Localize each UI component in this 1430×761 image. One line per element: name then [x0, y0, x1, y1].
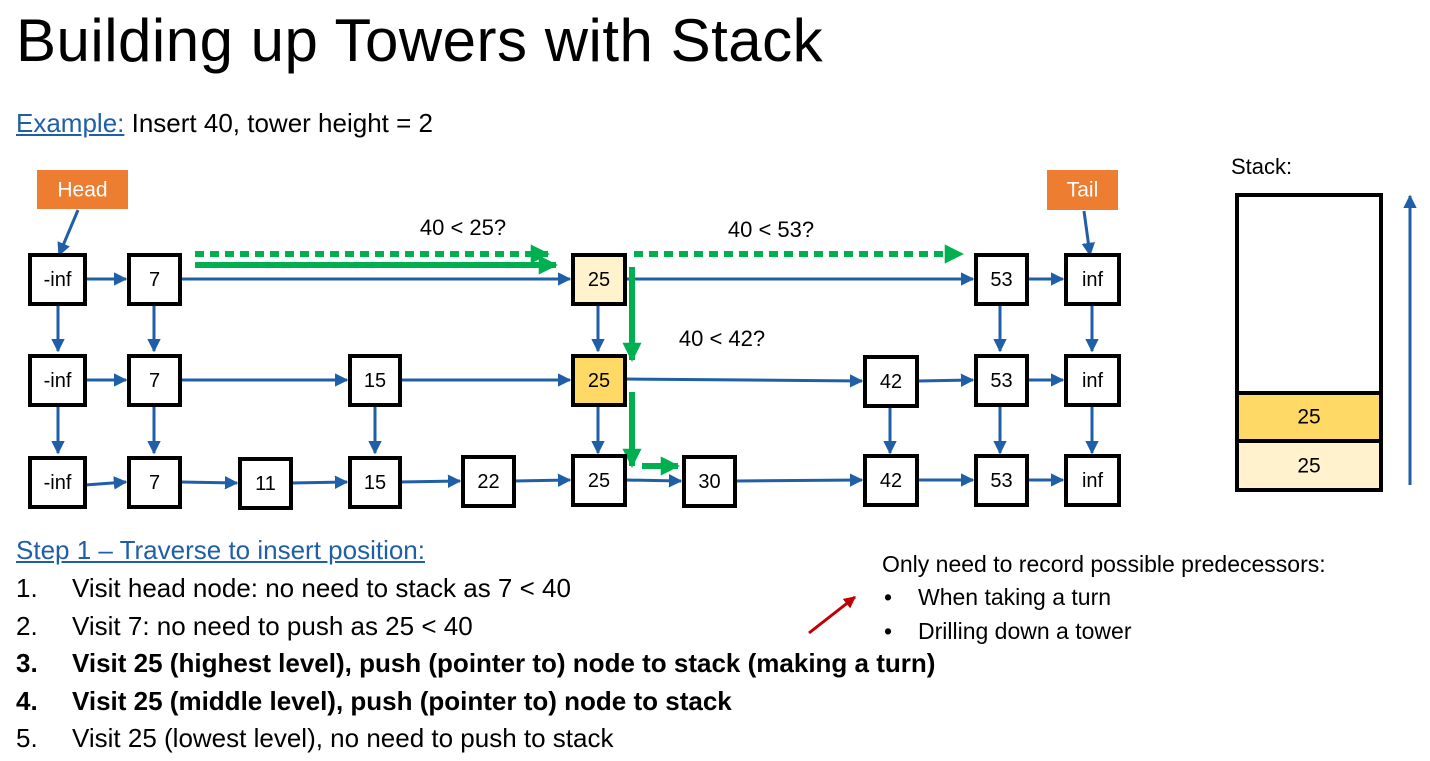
svg-text:inf: inf — [1082, 370, 1104, 392]
step-number: 1. — [16, 573, 38, 603]
step-item-3: 3. Visit 25 (highest level), push (pointe… — [16, 645, 935, 683]
node-mid-25: 25 — [571, 354, 627, 407]
node-bot-11: 11 — [238, 457, 293, 510]
head-pointer-arrow — [57, 209, 80, 257]
node-bot-7: 7 — [127, 456, 182, 509]
step-item-2: 2. Visit 7: no need to push as 25 < 40 — [16, 608, 935, 646]
svg-text:25: 25 — [1297, 455, 1320, 478]
svg-text:7: 7 — [149, 269, 160, 291]
svg-text:7: 7 — [149, 472, 160, 494]
note-pointer-arrow — [808, 595, 856, 635]
node-bot-15: 15 — [348, 456, 402, 509]
example-label: Example: — [16, 108, 125, 138]
step-number: 5. — [16, 723, 38, 753]
svg-text:25: 25 — [588, 269, 610, 291]
example-line: Example: Insert 40, tower height = 2 — [16, 108, 433, 139]
step-item-5: 5. Visit 25 (lowest level), no need to pu… — [16, 720, 935, 758]
svg-text:25: 25 — [588, 370, 610, 392]
note-bullet-text: When taking a turn — [918, 584, 1112, 610]
step-text: Visit 25 (lowest level), no need to push… — [72, 723, 614, 753]
step-title: Step 1 – Traverse to insert position: — [16, 535, 425, 565]
svg-text:25: 25 — [1297, 406, 1320, 429]
svg-text:-inf: -inf — [44, 472, 72, 494]
svg-text:53: 53 — [990, 470, 1012, 492]
head-label: Head — [37, 170, 128, 209]
node-bot-42: 42 — [863, 454, 919, 507]
steps-list: 1. Visit head node: no need to stack as 7… — [16, 570, 935, 758]
svg-text:15: 15 — [364, 370, 386, 392]
svg-text:11: 11 — [255, 473, 276, 495]
stack-item-bottom: 25 — [1235, 439, 1383, 492]
svg-text:-inf: -inf — [44, 269, 72, 291]
svg-text:-inf: -inf — [44, 370, 72, 392]
node-mid-neg-inf: -inf — [28, 354, 87, 407]
svg-text:Head: Head — [57, 179, 107, 202]
svg-text:30: 30 — [698, 471, 720, 493]
svg-text:7: 7 — [149, 370, 160, 392]
step-text: Visit 25 (middle level), push (pointer t… — [72, 685, 732, 716]
page-title: Building up Towers with Stack — [16, 7, 824, 74]
step-item-4: 4. Visit 25 (middle level), push (pointer… — [16, 683, 935, 721]
svg-text:53: 53 — [990, 269, 1012, 291]
bullet-dot-icon: • — [884, 618, 893, 644]
predecessor-note: Only need to record possible predecessor… — [882, 548, 1326, 648]
tail-pointer-arrow — [1081, 210, 1096, 257]
step-text: Visit 7: no need to push as 25 < 40 — [72, 610, 473, 641]
node-mid-15: 15 — [348, 354, 402, 407]
node-top-53: 53 — [974, 253, 1029, 306]
node-bot-22: 22 — [461, 455, 516, 508]
step-number: 2. — [16, 610, 38, 641]
node-bot-53: 53 — [974, 454, 1029, 507]
node-mid-7: 7 — [127, 354, 182, 407]
horizontal-links — [84, 272, 1065, 490]
node-top-25: 25 — [571, 253, 627, 306]
node-top-neg-inf: -inf — [28, 253, 87, 306]
comparison-label-53: 40 < 53? — [728, 217, 814, 242]
node-mid-inf: inf — [1064, 354, 1121, 407]
node-mid-42: 42 — [863, 355, 919, 408]
step-text: Visit head node: no need to stack as 7 <… — [72, 573, 571, 603]
comparison-label-42: 40 < 42? — [679, 326, 765, 351]
step-number: 4. — [16, 685, 38, 716]
svg-text:Tail: Tail — [1067, 179, 1099, 202]
svg-text:inf: inf — [1082, 470, 1104, 492]
node-mid-53: 53 — [974, 354, 1029, 407]
node-bot-30: 30 — [682, 455, 737, 508]
step-number: 3. — [16, 648, 38, 678]
step-text: Visit 25 (highest level), push (pointer … — [72, 648, 936, 678]
bullet-dot-icon: • — [884, 584, 893, 610]
traversal-path — [195, 244, 964, 476]
example-text: Insert 40, tower height = 2 — [131, 108, 433, 138]
svg-text:25: 25 — [588, 470, 610, 492]
note-bullet-2: • Drilling down a tower — [882, 614, 1326, 648]
stack-item-top: 25 — [1235, 391, 1383, 443]
svg-text:15: 15 — [364, 472, 386, 494]
note-bullet-1: • When taking a turn — [882, 580, 1326, 614]
comparison-label-25: 40 < 25? — [420, 215, 506, 240]
stack-label: Stack: — [1231, 154, 1292, 179]
svg-text:53: 53 — [990, 370, 1012, 392]
svg-text:42: 42 — [880, 470, 902, 492]
node-top-7: 7 — [127, 253, 182, 306]
note-heading: Only need to record possible predecessor… — [882, 551, 1326, 577]
node-top-inf: inf — [1064, 253, 1121, 306]
node-bot-neg-inf: -inf — [28, 456, 87, 509]
svg-text:42: 42 — [880, 371, 902, 393]
vertical-links — [51, 305, 1099, 455]
svg-text:22: 22 — [477, 471, 499, 493]
node-bot-25: 25 — [571, 454, 627, 507]
svg-text:inf: inf — [1082, 269, 1104, 291]
node-bot-inf: inf — [1064, 454, 1121, 507]
stack-container: 25 25 — [1235, 193, 1383, 492]
step-item-1: 1. Visit head node: no need to stack as 7… — [16, 570, 935, 608]
note-bullet-text: Drilling down a tower — [918, 618, 1132, 644]
tail-label: Tail — [1047, 170, 1118, 210]
